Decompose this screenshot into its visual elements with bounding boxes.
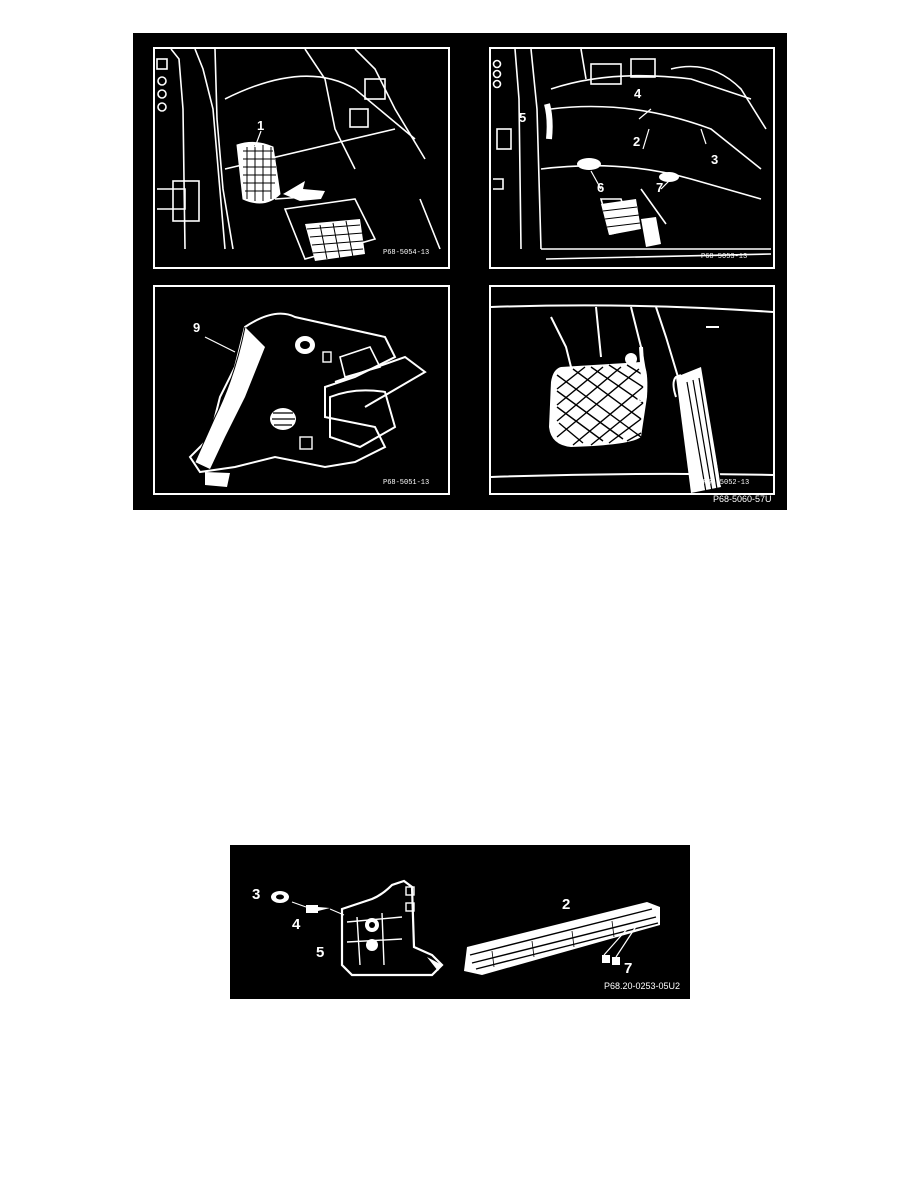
panel-brake-pedal: 8 P68-5052-13 (489, 285, 775, 495)
callout-7: 7 (624, 960, 633, 977)
footwell-illustration (492, 49, 772, 260)
panel-code: P68-5053-13 (701, 253, 748, 261)
panel-code: P68-5054-13 (383, 249, 430, 257)
figure-top: 1 P68-5054-13 (133, 33, 787, 510)
trim-parts-illustration (271, 879, 660, 977)
callout-7: 7 (656, 180, 664, 195)
panel-removed-cover: 9 P68-5051-13 (153, 285, 450, 495)
callout-5: 5 (316, 944, 325, 961)
callout-8: 8 (637, 390, 645, 405)
callout-3: 3 (252, 886, 261, 903)
callout-6: 6 (597, 180, 605, 195)
callout-4: 4 (634, 86, 642, 101)
figure-caption-code: P68-5060-57U (713, 494, 772, 504)
panel-kick-panel-cover: 1 P68-5054-13 (153, 47, 450, 269)
callout-4: 4 (292, 916, 301, 933)
removed-cover-illustration (188, 312, 427, 487)
brake-pedal-illustration (491, 304, 773, 493)
callout-3: 3 (711, 152, 719, 167)
figure-bottom: 3 4 5 2 7 P68.20-0253-05U2 (230, 845, 690, 999)
callout-2: 2 (633, 134, 641, 149)
panel-code: P68-5051-13 (383, 479, 430, 487)
callout-9: 9 (193, 320, 201, 335)
panel-footwell-panel: 4 5 2 3 6 7 P68-5053-13 (489, 47, 775, 269)
figure-caption-code: P68.20-0253-05U2 (604, 981, 681, 991)
callout-1: 1 (257, 118, 265, 133)
callout-2: 2 (562, 896, 571, 913)
kick-panel-illustration (156, 49, 441, 261)
callout-5: 5 (519, 110, 527, 125)
panel-code: P68-5052-13 (703, 479, 750, 487)
